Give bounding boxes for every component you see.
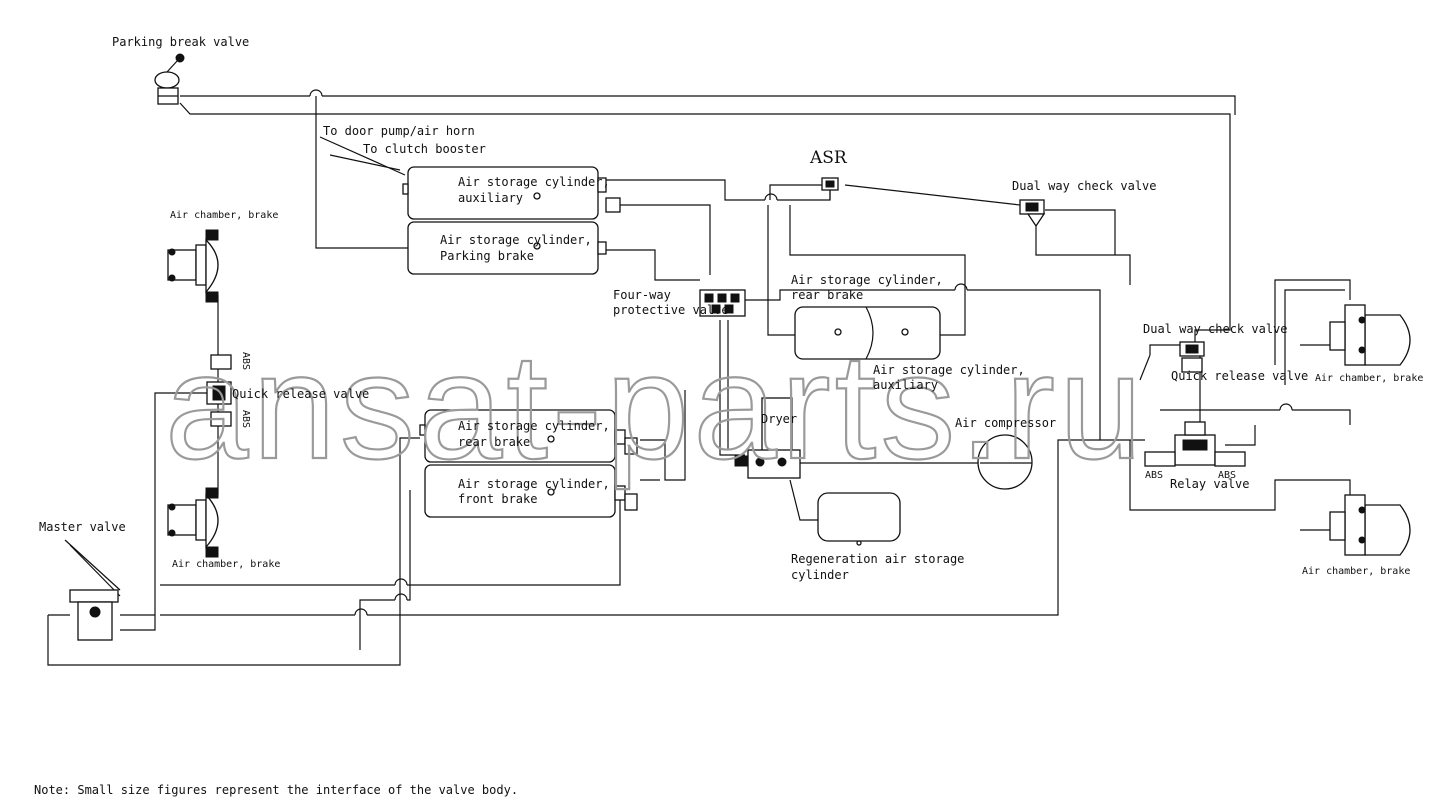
label-abs-3: ABS [240, 352, 251, 370]
label-parking-valve: Parking break valve [112, 35, 249, 49]
air-chamber-top-left-icon [167, 229, 219, 303]
label-abs-2: ABS [1218, 470, 1236, 481]
label-master: Master valve [39, 520, 126, 534]
label-front-low-1: Air storage cylinder, [458, 477, 610, 491]
tank-rear-brake-low [419, 409, 638, 463]
label-chamber-tl: Air chamber, brake [170, 210, 278, 221]
tank-rear-auxiliary-mid [794, 306, 941, 360]
regeneration-tank-icon [817, 492, 901, 546]
tank-auxiliary-top [402, 166, 621, 220]
labels: Parking break valve To door pump/air hor… [34, 35, 1423, 797]
label-fourway-2: protective valve [613, 303, 729, 317]
label-chamber-tr: Air chamber, brake [1315, 373, 1423, 384]
label-regen-2: cylinder [791, 568, 849, 582]
tank-front-brake-low [424, 464, 638, 518]
label-aux-mid-2: auxiliary [873, 378, 938, 392]
label-to-door-pump: To door pump/air horn [323, 124, 475, 138]
dual-way-check-valve-right-icon [1179, 341, 1205, 373]
label-chamber-br: Air chamber, brake [1302, 566, 1410, 577]
label-front-low-2: front brake [458, 492, 537, 506]
label-abs-4: ABS [240, 410, 251, 428]
label-relay: Relay valve [1170, 477, 1249, 491]
master-valve-icon [64, 539, 121, 641]
label-park-tank-1: Air storage cylinder, [440, 233, 592, 247]
label-park-tank-2: Parking brake [440, 249, 534, 263]
label-chamber-bl: Air chamber, brake [172, 559, 280, 570]
label-dual-check-right: Dual way check valve [1143, 322, 1288, 336]
four-way-protective-valve-icon [699, 289, 746, 317]
label-rear-low-2: rear brake [458, 435, 530, 449]
watermark: ansat-parts.ru [165, 322, 1146, 490]
tank-parking-brake [407, 221, 607, 275]
quick-release-valve-left-icon [206, 354, 232, 427]
dryer-icon [734, 397, 801, 479]
relay-valve-icon [1144, 421, 1246, 467]
label-dryer: Dryer [761, 412, 797, 426]
label-aux-tank-1: Air storage cylinder, [458, 175, 610, 189]
label-asr: ASR [809, 148, 848, 168]
label-rear-low-1: Air storage cylinder, [458, 419, 610, 433]
label-rear-mid-1: Air storage cylinder, [791, 273, 943, 287]
dual-way-check-valve-top-icon [1019, 199, 1046, 228]
parking-brake-valve-icon [154, 53, 185, 105]
label-compressor: Air compressor [955, 416, 1056, 430]
air-chamber-bottom-right-icon [1300, 494, 1411, 556]
air-compressor-icon [977, 434, 1033, 490]
air-chamber-bottom-left-icon [167, 487, 219, 558]
label-regen-1: Regeneration air storage [791, 552, 964, 566]
label-fourway-1: Four-way [613, 288, 671, 302]
label-quick-left: Quick release valve [232, 387, 369, 401]
air-chamber-top-right-icon [1300, 304, 1411, 366]
label-note: Note: Small size figures represent the i… [34, 783, 518, 797]
label-to-clutch: To clutch booster [363, 142, 486, 156]
label-aux-tank-2: auxiliary [458, 191, 523, 205]
label-aux-mid-1: Air storage cylinder, [873, 363, 1025, 377]
asr-valve-icon [821, 177, 839, 200]
label-dual-check-top: Dual way check valve [1012, 179, 1157, 193]
label-abs-1: ABS [1145, 470, 1163, 481]
label-rear-mid-2: rear brake [791, 288, 863, 302]
label-quick-right: Quick release valve [1171, 369, 1308, 383]
pipe-network [47, 89, 1351, 666]
